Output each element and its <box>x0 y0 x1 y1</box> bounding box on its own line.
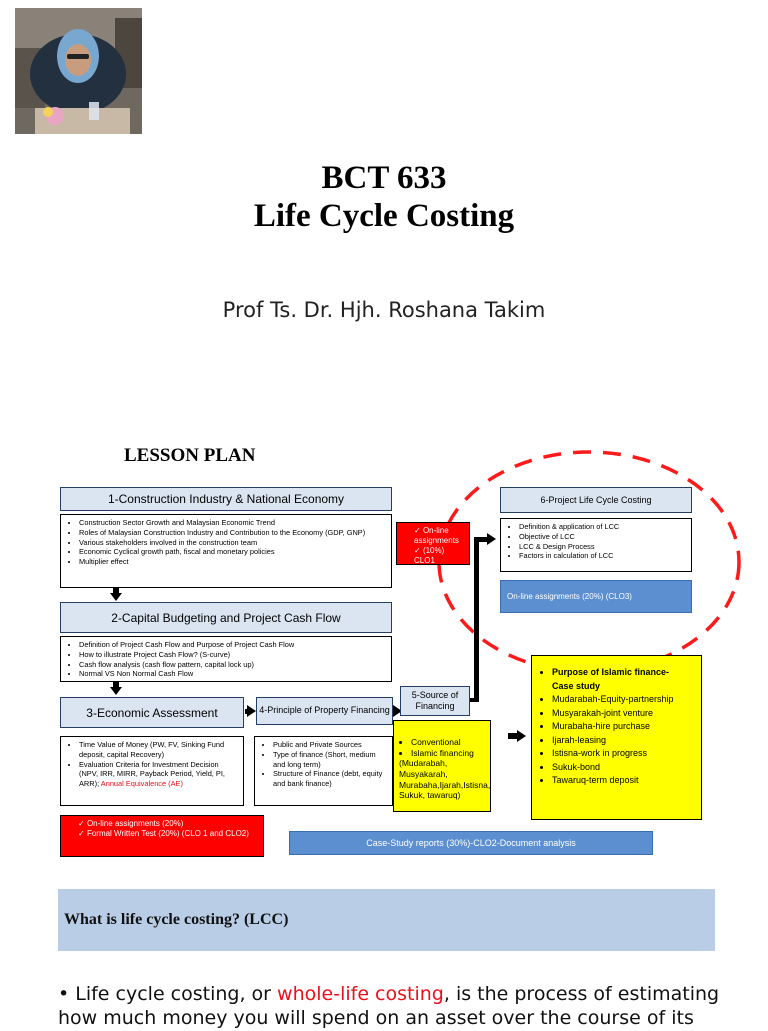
lcc-definition: • Life cycle costing, or whole-life cost… <box>58 983 720 1030</box>
list-item: Sukuk-bond <box>552 761 693 775</box>
connector-line <box>474 537 488 542</box>
highlight-text: Annual Equivalence (AE) <box>100 779 183 789</box>
list-item: Construction Sector Growth and Malaysian… <box>79 518 387 528</box>
list-item: Factors in calculation of LCC <box>519 551 687 561</box>
course-code: BCT 633 <box>321 160 447 196</box>
lecturer-photo <box>15 8 142 134</box>
list-item: LCC & Design Process <box>519 542 687 552</box>
assessment-box: On-line assignments (20%) Formal Written… <box>60 815 264 857</box>
islamic-finance-box: Purpose of Islamic finance- Case study M… <box>531 655 702 820</box>
step4-details: Public and Private Sources Type of finan… <box>254 736 393 806</box>
list-item: Normal VS Non Normal Cash Flow <box>79 669 387 679</box>
list-item: Cash flow analysis (cash flow pattern, c… <box>79 660 387 670</box>
question-bar: What is life cycle costing? (LCC) <box>58 889 715 951</box>
list-item: Purpose of Islamic finance- Case study <box>552 666 693 693</box>
list-item: Islamic financing <box>411 748 485 759</box>
online-assignment-clo1: On-line assignments (10%) CLO1 <box>396 522 470 565</box>
case-study-bar: Case-Study reports (30%)-CLO2-Document a… <box>289 831 653 855</box>
list-item: Definition of Project Cash Flow and Purp… <box>79 640 387 650</box>
list-item: Ijarah-leasing <box>552 734 693 748</box>
step5-details: Conventional Islamic financing (Mudaraba… <box>393 720 491 812</box>
arrow-right-icon <box>393 705 402 717</box>
list-item: Istisna-work in progress <box>552 747 693 761</box>
list-item: Conventional <box>411 737 485 748</box>
arrow-right-icon <box>487 533 496 545</box>
list-item: Tawaruq-term deposit <box>552 774 693 788</box>
lesson-plan-title: LESSON PLAN <box>124 445 256 466</box>
bullet-icon: • <box>58 983 76 1005</box>
list-item: Objective of LCC <box>519 532 687 542</box>
step2-header: 2-Capital Budgeting and Project Cash Flo… <box>60 602 392 633</box>
step5-header: 5-Source of Financing <box>400 686 470 716</box>
list-item: Mudarabah-Equity-partnership <box>552 693 693 707</box>
step6-details: Definition & application of LCC Objectiv… <box>500 518 692 572</box>
list-item: Structure of Finance (debt, equity and b… <box>273 769 388 789</box>
list-item: Evaluation Criteria for Investment Decis… <box>79 760 239 789</box>
arrow-down-icon <box>110 593 122 601</box>
arrow-right-icon <box>247 705 256 717</box>
list-item: Musyarakah-joint venture <box>552 707 693 721</box>
list-item: Definition & application of LCC <box>519 522 687 532</box>
list-item: Time Value of Money (PW, FV, Sinking Fun… <box>79 740 239 760</box>
arrow-shaft <box>113 682 119 688</box>
list-item: Multiplier effect <box>79 557 387 567</box>
step2-details: Definition of Project Cash Flow and Purp… <box>60 636 392 682</box>
list-item: Type of finance (Short, medium and long … <box>273 750 388 770</box>
highlight-ellipse <box>437 450 741 674</box>
step6-header: 6-Project Life Cycle Costing <box>500 487 692 513</box>
list-item: Various stakeholders involved in the con… <box>79 538 387 548</box>
arrow-shaft <box>113 588 119 594</box>
connector-line <box>474 538 479 702</box>
step1-header: 1-Construction Industry & National Econo… <box>60 487 392 511</box>
arrow-shaft <box>508 733 518 739</box>
step6-assessment: On-line assignments (20%) (CLO3) <box>500 580 692 613</box>
list-item: Public and Private Sources <box>273 740 388 750</box>
step4-header: 4-Principle of Property Financing <box>256 697 393 725</box>
lecturer-name: Prof Ts. Dr. Hjh. Roshana Takim <box>222 298 546 322</box>
course-title: Life Cycle Costing <box>253 198 515 234</box>
step3-header: 3-Economic Assessment <box>60 697 244 728</box>
arrow-shaft <box>245 709 248 714</box>
list-item: Economic Cyclical growth path, fiscal an… <box>79 547 387 557</box>
islamic-financing-note: (Mudarabah, Musyakarah, Murabaha,Ijarah,… <box>399 758 491 801</box>
list-item: How to illustrate Project Cash Flow? (S-… <box>79 650 387 660</box>
list-item: Murabaha-hire purchase <box>552 720 693 734</box>
highlight-text: whole-life costing <box>277 983 444 1005</box>
list-item: Roles of Malaysian Construction Industry… <box>79 528 387 538</box>
arrow-right-icon <box>517 730 526 742</box>
question-heading: What is life cycle costing? (LCC) <box>64 911 289 928</box>
arrow-down-icon <box>110 687 122 695</box>
step3-details: Time Value of Money (PW, FV, Sinking Fun… <box>60 736 244 806</box>
step1-details: Construction Sector Growth and Malaysian… <box>60 514 392 588</box>
